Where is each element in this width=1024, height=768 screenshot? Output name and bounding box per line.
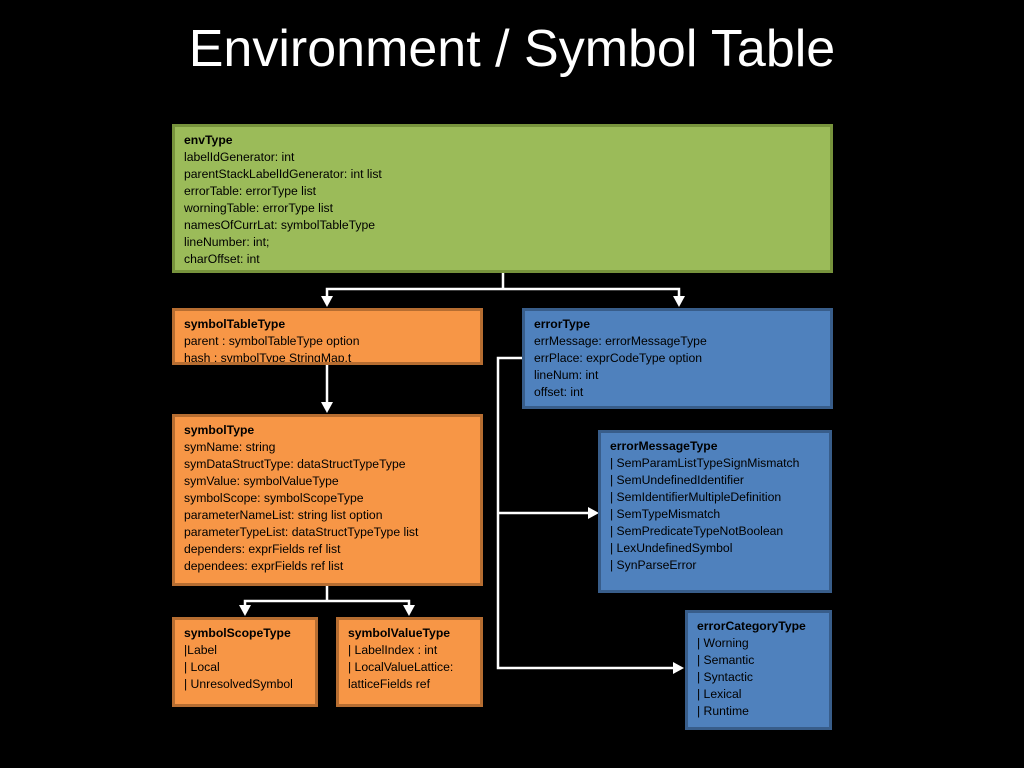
box-symbolType: symbolType symName: string symDataStruct…	[172, 414, 483, 586]
field-line: |Label	[184, 643, 217, 657]
box-title: symbolValueType	[348, 626, 451, 640]
field-line: parentStackLabelIdGenerator: int list	[184, 167, 382, 181]
box-symbolScopeType: symbolScopeType |Label | Local | Unresol…	[172, 617, 318, 707]
box-symbolValueType: symbolValueType | LabelIndex : int | Loc…	[336, 617, 483, 707]
field-line: charOffset: int	[184, 252, 260, 266]
field-line: | SemPredicateTypeNotBoolean	[610, 524, 784, 538]
box-title: errorMessageType	[610, 439, 718, 453]
field-line: dependers: exprFields ref list	[184, 542, 341, 556]
field-line: worningTable: errorType list	[184, 201, 334, 215]
field-line: dependees: exprFields ref list	[184, 559, 344, 573]
field-line: lineNum: int	[534, 368, 599, 382]
field-line: hash : symbolType StringMap.t	[184, 351, 352, 365]
field-line: symDataStructType: dataStructTypeType	[184, 457, 406, 471]
arrowhead	[588, 507, 599, 519]
field-line: | Local	[184, 660, 220, 674]
field-line: | SynParseError	[610, 558, 697, 572]
field-line: | SemIdentifierMultipleDefinition	[610, 490, 782, 504]
arrowhead	[673, 662, 684, 674]
arrowhead	[673, 296, 685, 307]
field-line: symbolScope: symbolScopeType	[184, 491, 364, 505]
field-line: | LocalValueLattice:	[348, 660, 454, 674]
field-line: | LabelIndex : int	[348, 643, 438, 657]
field-line: errMessage: errorMessageType	[534, 334, 707, 348]
field-line: | LexUndefinedSymbol	[610, 541, 733, 555]
field-line: errorTable: errorType list	[184, 184, 317, 198]
field-line: offset: int	[534, 385, 584, 399]
field-line: parameterNameList: string list option	[184, 508, 383, 522]
box-title: errorCategoryType	[697, 619, 806, 633]
box-errorCategoryType: errorCategoryType | Worning | Semantic |…	[685, 610, 832, 730]
field-line: | Semantic	[697, 653, 755, 667]
arrowhead	[321, 296, 333, 307]
field-line: | SemUndefinedIdentifier	[610, 473, 744, 487]
arrowhead	[239, 605, 251, 616]
box-errorMessageType: errorMessageType | SemParamListTypeSignM…	[598, 430, 832, 593]
field-line: parent : symbolTableType option	[184, 334, 360, 348]
connector-errortype-branch	[496, 356, 675, 670]
field-line: | Syntactic	[697, 670, 753, 684]
box-envType: envType labelIdGenerator: int parentStac…	[172, 124, 833, 273]
slide-title: Environment / Symbol Table	[188, 20, 836, 78]
connector-symbol-split	[243, 585, 411, 609]
box-title: symbolType	[184, 423, 255, 437]
box-title: symbolTableType	[184, 317, 286, 331]
field-line: | SemTypeMismatch	[610, 507, 721, 521]
field-line: | SemParamListTypeSignMismatch	[610, 456, 800, 470]
field-line: latticeFields ref	[348, 677, 430, 691]
box-title: symbolScopeType	[184, 626, 291, 640]
box-symbolTableType: symbolTableType parent : symbolTableType…	[172, 308, 483, 365]
field-line: | Worning	[697, 636, 749, 650]
arrowhead	[403, 605, 415, 616]
box-errorType: errorType errMessage: errorMessageType e…	[522, 308, 833, 409]
box-title: errorType	[534, 317, 590, 331]
field-line: labelIdGenerator: int	[184, 150, 295, 164]
field-line: errPlace: exprCodeType option	[534, 351, 703, 365]
field-line: namesOfCurrLat: symbolTableType	[184, 218, 376, 232]
arrowhead	[321, 402, 333, 413]
field-line: symValue: symbolValueType	[184, 474, 339, 488]
field-line: | Runtime	[697, 704, 749, 718]
field-line: | UnresolvedSymbol	[184, 677, 293, 691]
field-line: | Lexical	[697, 687, 742, 701]
box-title: envType	[184, 133, 233, 147]
field-line: symName: string	[184, 440, 276, 454]
connector-env-split	[325, 272, 681, 300]
field-line: lineNumber: int;	[184, 235, 270, 249]
field-line: parameterTypeList: dataStructTypeType li…	[184, 525, 419, 539]
